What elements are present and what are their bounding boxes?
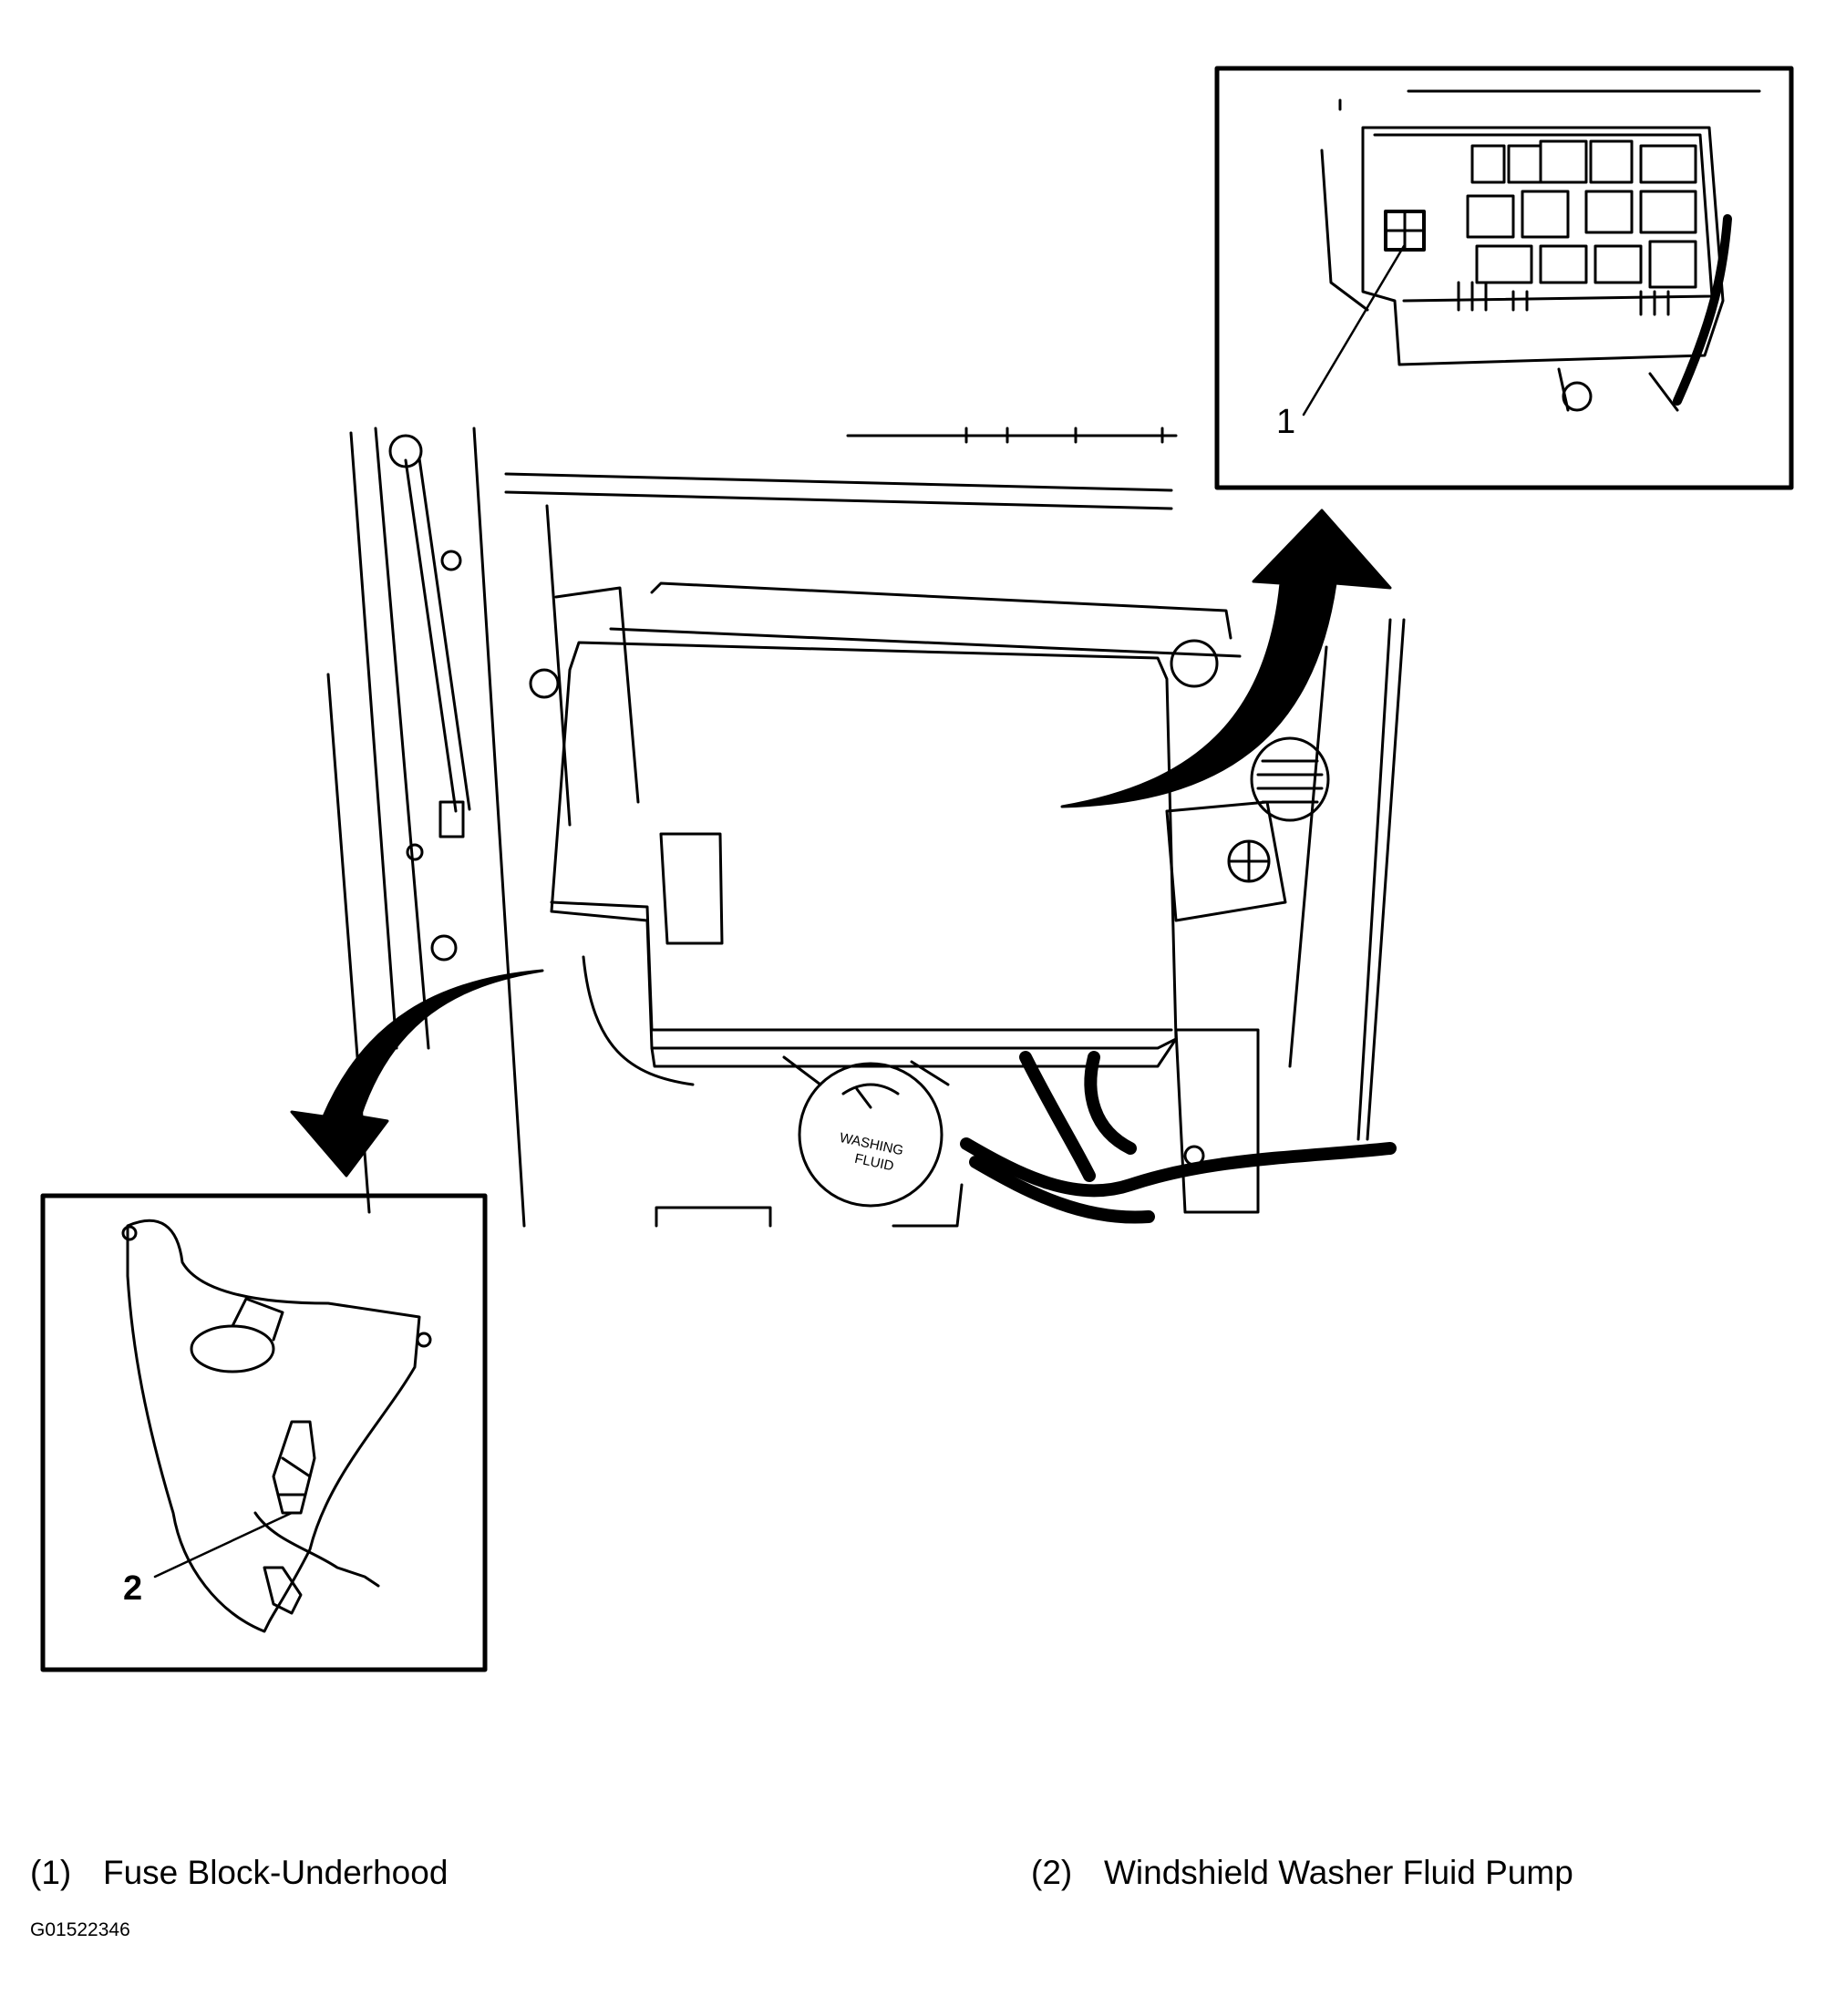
relay [1466,190,1697,239]
battery-cable [1673,214,1732,406]
bolt-hole [430,934,458,962]
lower-body [655,1183,964,1228]
hood-strut [404,457,471,813]
fuse-block-housing-edge [1373,133,1714,303]
legend-item-fuse-block: (1) Fuse Block-Underhood [30,1850,448,1896]
callout-number-2: 2 [123,1569,142,1608]
arrow-to-inset-1 [1060,509,1392,808]
mount-bracket [1165,800,1287,922]
ground-bolt-cross [1229,841,1269,881]
cowl-line [545,504,640,827]
cover-bottom-edge [650,1037,1178,1068]
reservoir-filler-cap [190,1324,275,1373]
hood-edge [326,427,526,1228]
fuse-slots [1457,281,1670,316]
cowl-line [609,581,1242,658]
wiring-harness [1084,1051,1137,1155]
washer-pump-detail [253,1456,380,1588]
inset-frame [1214,66,1794,490]
mount-bolt [121,1225,138,1241]
callout-leader-2 [153,1511,294,1579]
inset-frame [40,1193,488,1672]
wiring-harness [1019,1051,1096,1182]
legend-number: (1) [30,1854,72,1891]
legend-item-washer-pump: (2) Windshield Washer Fluid Pump [1031,1850,1573,1896]
bolt-hole [440,550,462,571]
wiring-harness [960,1137,1397,1198]
ground-bolt [1227,839,1271,883]
vent-slats [1256,759,1324,804]
mount-bolt [416,1332,432,1348]
reservoir-filler-neck [231,1297,284,1342]
fuse-block-cover-edge [550,900,1173,1032]
relay [1475,240,1697,289]
fuse-block-housing [1361,126,1725,366]
washer-reservoir [126,1219,421,1633]
callout-leader-1 [1302,244,1406,417]
air-vent [1250,736,1330,822]
coolant-cap [1170,639,1219,688]
legend-label: Fuse Block-Underhood [103,1854,449,1891]
inset-surroundings [1320,89,1761,412]
fender-line [1288,618,1406,1141]
figure-code: G01522346 [30,1919,130,1940]
bolt-hole [529,668,560,699]
lower-line [582,955,950,1086]
legend-label: Windshield Washer Fluid Pump [1104,1854,1573,1891]
connector [1562,381,1593,412]
washer-pump-inset [40,1193,488,1672]
fuse-location-1-detail [1384,210,1426,252]
legend-number: (2) [1031,1854,1073,1891]
washer-fluid-cap [798,1062,944,1208]
strut-top [388,434,423,468]
arrow-to-inset-2 [290,969,544,1178]
wiper-icon [841,1083,900,1109]
fuse-block-cover [550,641,1178,1050]
callout-number-1: 1 [1276,403,1295,441]
cover-latch [659,832,724,945]
reservoir-mount [263,1566,303,1615]
bolt-hole [406,843,424,861]
wiring-harness [969,1156,1155,1224]
cowl-line [504,427,1178,510]
engine-bay-view [290,427,1406,1228]
relay [1470,139,1697,184]
relay-box [1174,1028,1260,1214]
fuse-block-inset [1214,66,1794,490]
washer-pump [272,1420,316,1515]
strut-clip [438,800,465,838]
